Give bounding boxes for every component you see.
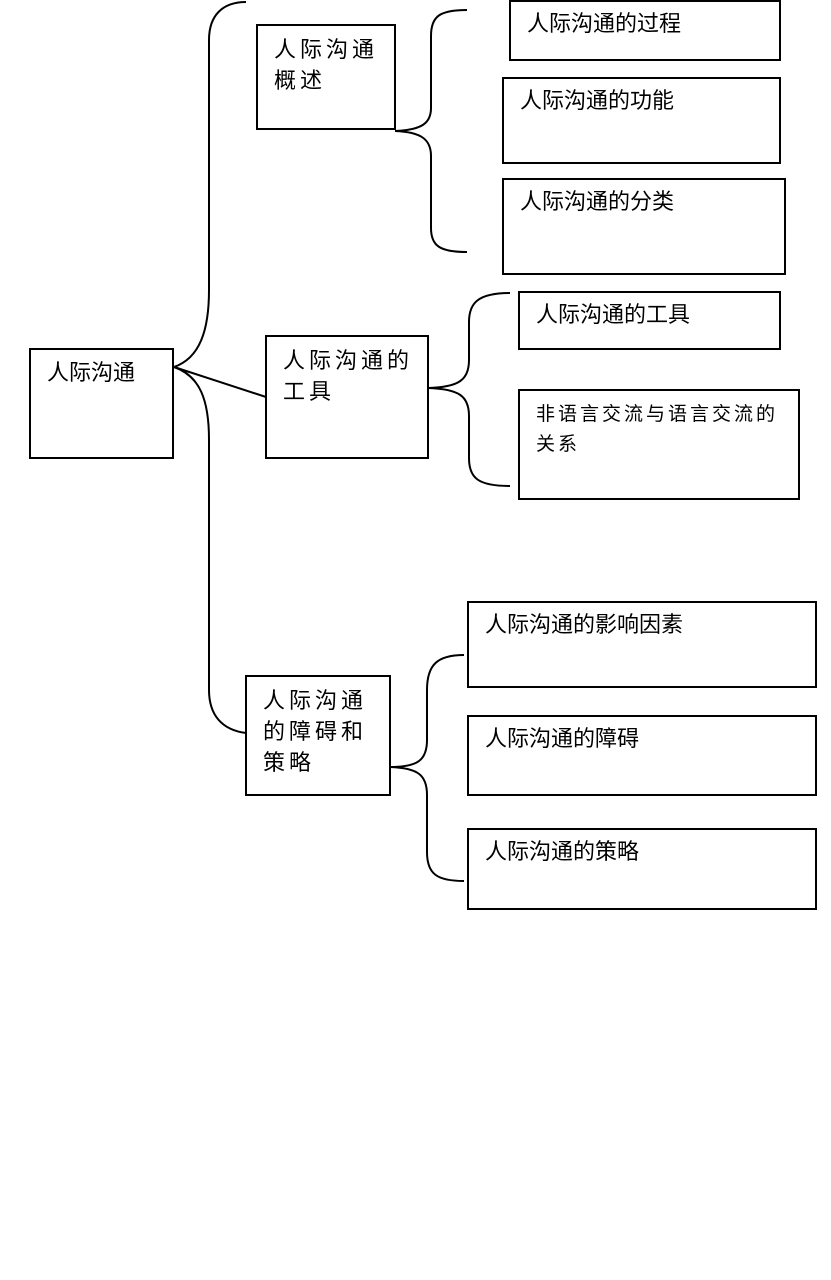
root-brace-top xyxy=(173,1,247,368)
leaf-node-functions-label: 人际沟通的功能 xyxy=(520,89,675,114)
leaf-node-functions[interactable]: 人际沟通的功能 xyxy=(502,77,781,164)
branch-node-tools-label: 人际沟通的工具 xyxy=(283,349,414,405)
root-brace-bottom xyxy=(173,366,247,734)
branch-2-brace xyxy=(427,292,511,487)
leaf-node-influencing-factors[interactable]: 人际沟通的影响因素 xyxy=(467,601,817,688)
leaf-node-tools-label: 人际沟通的工具 xyxy=(536,303,691,328)
branch-node-barriers-strategies[interactable]: 人际沟通的障碍和策略 xyxy=(245,675,391,796)
leaf-node-tools[interactable]: 人际沟通的工具 xyxy=(518,291,781,350)
branch-node-tools[interactable]: 人际沟通的工具 xyxy=(265,335,429,459)
leaf-node-barriers[interactable]: 人际沟通的障碍 xyxy=(467,715,817,796)
leaf-node-process-label: 人际沟通的过程 xyxy=(527,12,682,37)
branch-node-overview[interactable]: 人际沟通概述 xyxy=(256,24,396,130)
leaf-node-nonverbal-verbal[interactable]: 非语言交流与语言交流的关系 xyxy=(518,389,800,500)
leaf-node-process[interactable]: 人际沟通的过程 xyxy=(509,0,781,61)
leaf-node-classification[interactable]: 人际沟通的分类 xyxy=(502,178,786,275)
leaf-node-classification-label: 人际沟通的分类 xyxy=(520,190,675,215)
leaf-node-strategies[interactable]: 人际沟通的策略 xyxy=(467,828,817,910)
leaf-node-nonverbal-verbal-label: 非语言交流与语言交流的关系 xyxy=(536,403,779,455)
branch-3-brace xyxy=(389,654,465,882)
branch-node-barriers-strategies-label: 人际沟通的障碍和策略 xyxy=(263,689,368,776)
root-node[interactable]: 人际沟通 xyxy=(29,348,174,459)
leaf-node-barriers-label: 人际沟通的障碍 xyxy=(485,727,640,752)
branch-node-overview-label: 人际沟通概述 xyxy=(274,38,379,94)
branch-1-brace xyxy=(394,9,468,253)
leaf-node-strategies-label: 人际沟通的策略 xyxy=(485,840,640,865)
root-node-label: 人际沟通 xyxy=(47,361,136,386)
leaf-node-influencing-factors-label: 人际沟通的影响因素 xyxy=(485,613,684,638)
root-connector-middle xyxy=(173,366,267,398)
